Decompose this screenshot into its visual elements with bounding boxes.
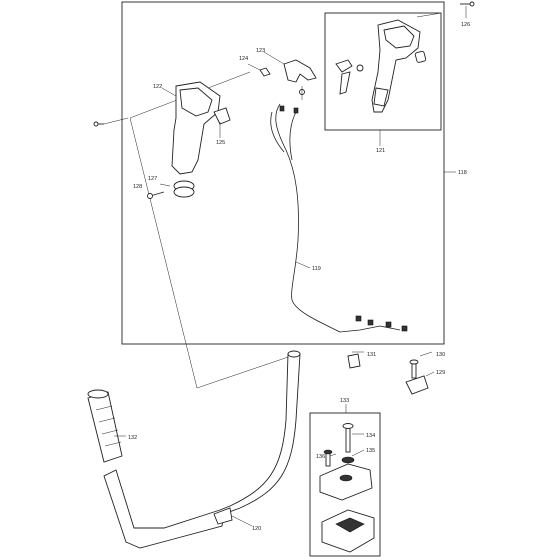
callout-132: 132 xyxy=(128,435,137,441)
handle-subassembly-frame xyxy=(324,12,442,131)
callout-135: 135 xyxy=(366,448,375,454)
callout-leaders xyxy=(103,6,467,527)
callout-130: 130 xyxy=(436,352,445,358)
grip-housing xyxy=(147,81,231,199)
callout-128: 128 xyxy=(133,184,142,190)
callout-121: 121 xyxy=(376,148,385,154)
screw-126 xyxy=(460,1,475,7)
clamp-base-assembly xyxy=(319,423,375,553)
callout-136: 136 xyxy=(316,454,325,460)
screw-left xyxy=(93,121,104,127)
callout-118: 118 xyxy=(458,170,467,176)
callout-134: 134 xyxy=(366,433,375,439)
projection-lines xyxy=(129,71,301,389)
handle-assembly-frame xyxy=(121,1,445,345)
callout-124: 124 xyxy=(239,56,248,62)
callout-133: 133 xyxy=(340,398,349,404)
clamp-detail-frame xyxy=(309,412,381,557)
callout-125: 125 xyxy=(216,140,225,146)
callout-123: 123 xyxy=(256,48,265,54)
rubber-grip xyxy=(87,389,123,463)
callout-122: 122 xyxy=(153,84,162,90)
wire-harness xyxy=(270,103,408,333)
clamp-hardware xyxy=(347,353,429,395)
callout-119: 119 xyxy=(312,266,321,272)
callout-131: 131 xyxy=(367,352,376,358)
callout-129: 129 xyxy=(436,370,445,376)
loop-handle-tube xyxy=(103,350,301,549)
grip-assembly-inset xyxy=(335,12,442,113)
throttle-trigger xyxy=(259,59,317,100)
callout-127: 127 xyxy=(148,176,157,182)
callout-labels: 118 119 120 121 122 123 124 125 126 127 … xyxy=(128,22,470,532)
callout-126: 126 xyxy=(461,22,470,28)
callout-120: 120 xyxy=(252,526,261,532)
